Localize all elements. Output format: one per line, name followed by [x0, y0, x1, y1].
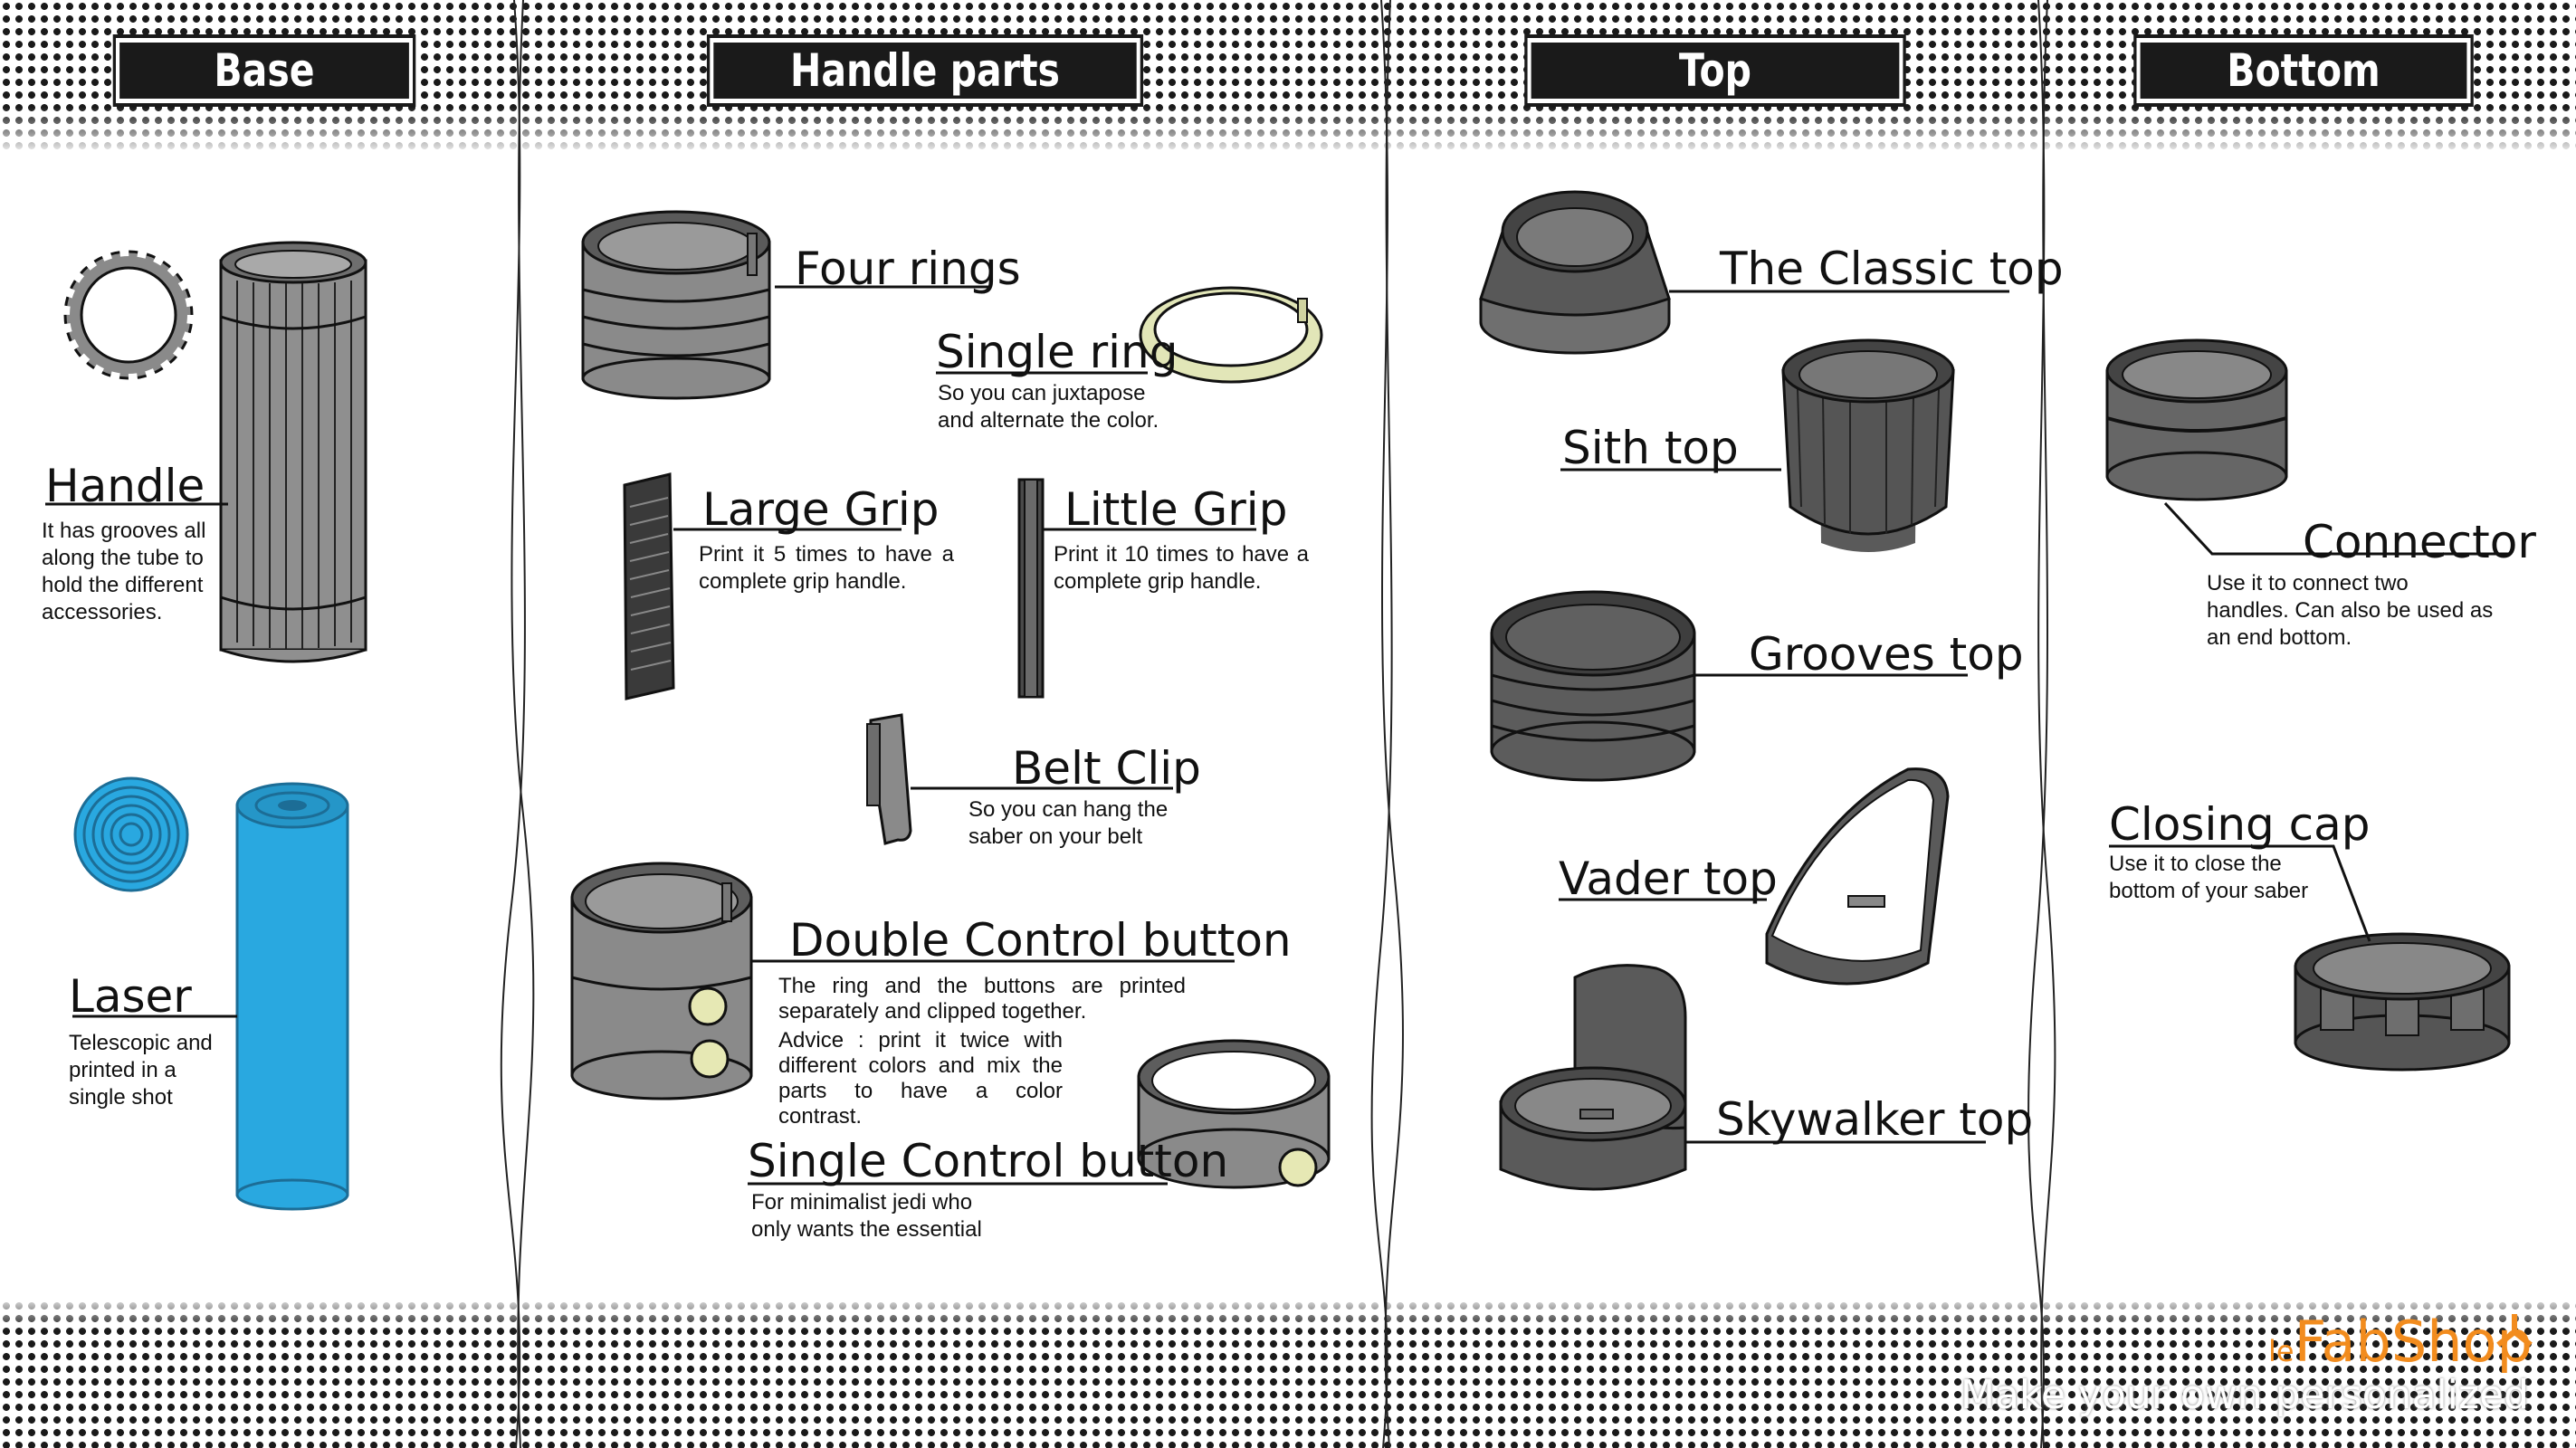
header-bottom: Bottom [2133, 34, 2474, 107]
grooves-top-title: Grooves top [1749, 628, 2024, 681]
header-base: Base [112, 34, 416, 107]
sith-top-title: Sith top [1562, 422, 1739, 474]
closing-cap-title: Closing cap [2109, 798, 2371, 851]
closing-cap-icon [2294, 932, 2511, 1072]
classic-top-title: The Classic top [1720, 243, 2064, 295]
single-ring-title: Single ring [936, 326, 1178, 378]
laser-spiral-icon [73, 776, 189, 892]
brand-logo-name: FabShop [2294, 1309, 2533, 1375]
double-control-advice: Advice : print it twice with different c… [778, 1028, 1063, 1129]
belt-clip-desc: So you can hang the saber on your belt [968, 797, 1169, 849]
double-control-desc: The ring and the buttons are printed sep… [778, 974, 1186, 1024]
large-grip-title: Large Grip [702, 483, 940, 536]
vader-top-title: Vader top [1559, 853, 1778, 905]
single-ring-icon [1139, 286, 1323, 384]
closing-cap-desc: Use it to close the bottom of your saber [2109, 852, 2309, 903]
leader-lines [45, 285, 2509, 1186]
column-separators [500, 0, 2056, 1448]
belt-clip-title: Belt Clip [1012, 742, 1201, 795]
single-control-desc: For minimalist jedi who only wants the e… [751, 1190, 982, 1242]
little-grip-icon [1017, 478, 1045, 699]
brand-tagline: Make your own personalized [1961, 1372, 2529, 1418]
large-grip-desc: Print it 5 times to have a complete grip… [699, 542, 954, 594]
grooves-top-icon [1490, 590, 1696, 782]
connector-icon [2105, 338, 2288, 501]
little-grip-title: Little Grip [1064, 483, 1288, 536]
handle-desc: It has grooves all along the tube to hol… [42, 519, 206, 624]
skywalker-top-icon [1499, 964, 1687, 1191]
laser-desc: Telescopic and printed in a single shot [69, 1031, 213, 1110]
vader-top-icon [1765, 767, 1950, 986]
header-handle-parts: Handle parts [706, 34, 1144, 107]
double-control-title: Double Control button [789, 914, 1292, 967]
handle-ring-icon [61, 247, 196, 383]
single-control-title: Single Control button [748, 1135, 1229, 1187]
handle-title: Handle [45, 460, 205, 512]
laser-tube-icon [235, 782, 349, 1211]
skywalker-top-title: Skywalker top [1716, 1093, 2034, 1146]
belt-clip-icon [866, 713, 912, 845]
connector-title: Connector [2303, 516, 2536, 568]
double-control-icon [570, 862, 753, 1100]
laser-title: Laser [69, 970, 192, 1023]
halftone-fade-bottom [0, 1294, 2576, 1330]
four-rings-icon [581, 210, 771, 400]
handle-tube-icon [219, 241, 367, 663]
connector-desc: Use it to connect two handles. Can also … [2207, 571, 2494, 650]
classic-top-icon [1479, 190, 1671, 355]
large-grip-icon [623, 472, 675, 700]
halftone-fade-top [0, 107, 2576, 156]
single-ring-desc: So you can juxtapose and alternate the c… [938, 381, 1159, 433]
brand-logo-prefix: le [2268, 1334, 2295, 1368]
little-grip-desc: Print it 10 times to have a complete gri… [1054, 542, 1309, 594]
four-rings-title: Four rings [795, 243, 1021, 295]
fabshop-logo-mark [2496, 1314, 2533, 1348]
single-control-icon [1137, 1039, 1331, 1189]
sith-top-icon [1776, 338, 1961, 552]
brand-logo: leFabShop [2268, 1314, 2533, 1370]
header-top: Top [1524, 34, 1906, 107]
